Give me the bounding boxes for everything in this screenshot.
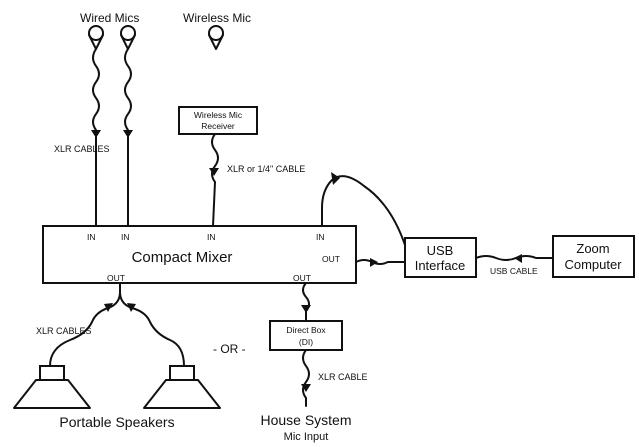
wired-mic-2-icon bbox=[120, 25, 136, 50]
usb-interface-box bbox=[404, 237, 477, 278]
speaker-left-icon bbox=[13, 365, 91, 409]
xlr-cable-mic-1 bbox=[92, 48, 100, 227]
xlr-or-quarter-label: XLR or 1/4" CABLE bbox=[227, 164, 305, 174]
mixer-in-2: IN bbox=[121, 232, 130, 242]
mixer-to-usb-cable bbox=[355, 259, 406, 265]
usb-interface-label-2: Interface bbox=[415, 258, 466, 273]
mixer-in-3: IN bbox=[207, 232, 216, 242]
arrow-return bbox=[331, 172, 340, 185]
wireless-mic-icon bbox=[208, 25, 224, 50]
arrow-mic-2 bbox=[123, 130, 133, 138]
wireless-receiver-label-2: Receiver bbox=[201, 121, 235, 131]
portable-speakers-label: Portable Speakers bbox=[59, 414, 174, 430]
zoom-computer-box bbox=[552, 235, 635, 278]
arrow-mic-1 bbox=[91, 130, 101, 138]
arrow-receiver bbox=[209, 168, 219, 176]
arrow-speaker-right bbox=[127, 303, 136, 312]
wireless-receiver-label-1: Wireless Mic bbox=[194, 110, 243, 120]
arrow-speaker-left bbox=[104, 303, 113, 312]
zoom-computer-label-2: Computer bbox=[564, 257, 622, 272]
usb-interface-label-1: USB bbox=[427, 243, 454, 258]
mixer-in-4: IN bbox=[316, 232, 325, 242]
speaker-right-icon bbox=[143, 365, 221, 409]
mixer-out-bottom-left: OUT bbox=[107, 273, 125, 283]
arrow-mixer-usb bbox=[370, 258, 378, 267]
mixer-to-di-cable bbox=[302, 282, 310, 322]
mixer-out-bottom-right: OUT bbox=[293, 273, 311, 283]
compact-mixer-box bbox=[42, 225, 357, 284]
direct-box-label-1: Direct Box bbox=[286, 325, 326, 335]
mixer-out-right: OUT bbox=[322, 254, 340, 264]
direct-box bbox=[269, 320, 343, 351]
arrow-di bbox=[301, 305, 311, 313]
house-system-label: House System bbox=[260, 412, 351, 428]
arrow-house bbox=[301, 384, 311, 392]
speaker-cables bbox=[49, 282, 185, 367]
arrow-usb bbox=[514, 254, 522, 263]
or-label: - OR - bbox=[213, 342, 246, 356]
xlr-cable-mic-2 bbox=[124, 48, 132, 227]
wired-mics-label: Wired Mics bbox=[80, 11, 139, 25]
zoom-computer-label-1: Zoom bbox=[576, 241, 609, 256]
xlr-or-quarter-cable bbox=[211, 133, 219, 227]
mic-input-label: Mic Input bbox=[284, 431, 329, 443]
usb-return-cable bbox=[321, 175, 407, 249]
mixer-in-1: IN bbox=[87, 232, 96, 242]
wireless-mic-label: Wireless Mic bbox=[183, 11, 251, 25]
wireless-mic-receiver-box bbox=[178, 106, 258, 135]
xlr-cable-house bbox=[302, 349, 310, 407]
wired-mic-1-icon bbox=[88, 25, 104, 50]
xlr-cables-top-label: XLR CABLES bbox=[54, 144, 110, 154]
usb-cable bbox=[475, 255, 554, 261]
compact-mixer-label: Compact Mixer bbox=[132, 249, 233, 266]
xlr-cables-bottom-label: XLR CABLES bbox=[36, 326, 92, 336]
usb-cable-label: USB CABLE bbox=[490, 266, 538, 276]
xlr-cable-label: XLR CABLE bbox=[318, 372, 368, 382]
direct-box-label-2: (DI) bbox=[299, 337, 313, 347]
